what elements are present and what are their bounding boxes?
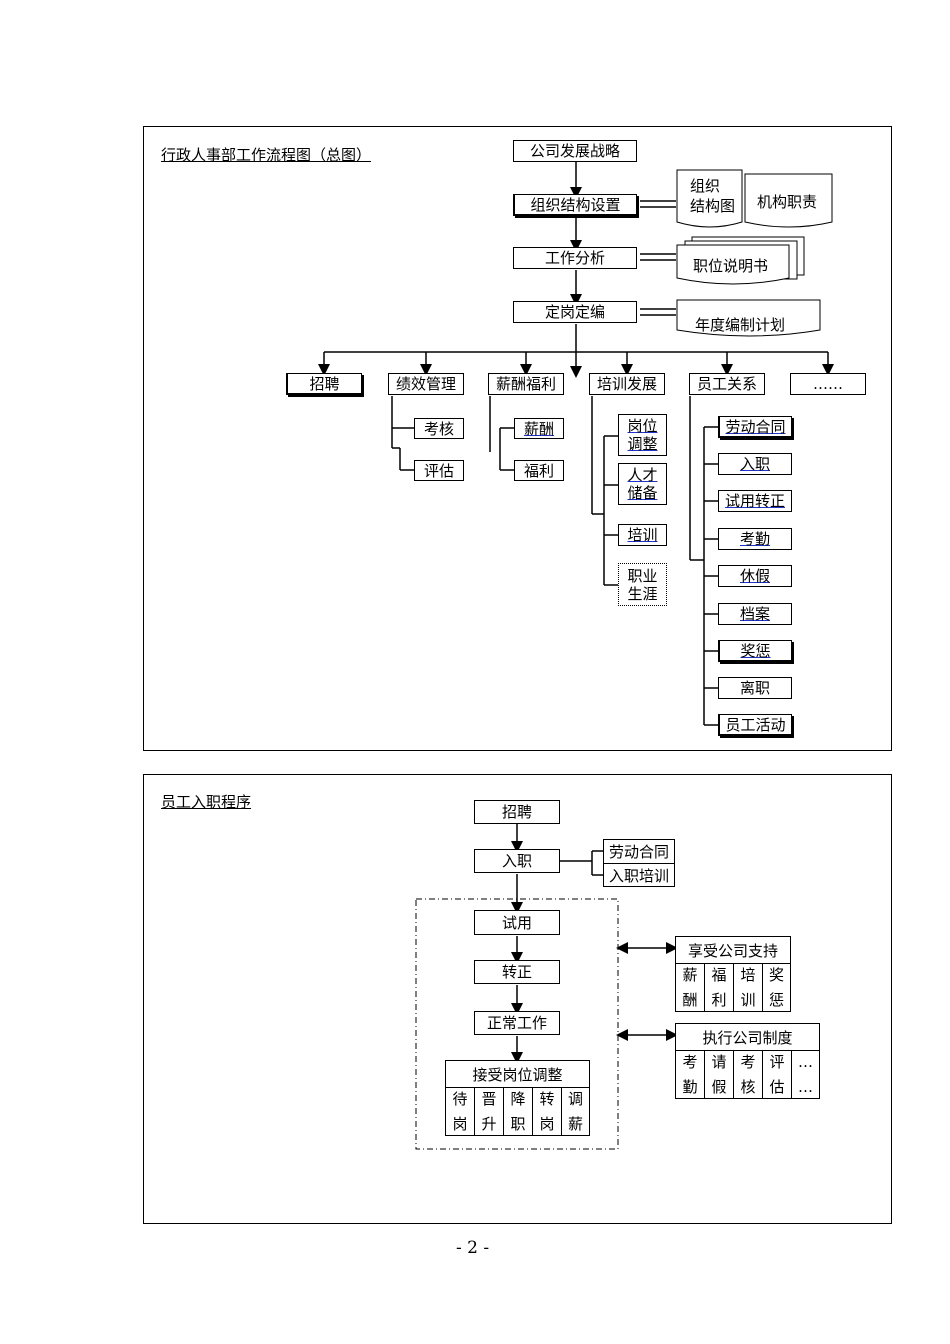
onb-probation-box: 试用	[474, 910, 560, 935]
onb-recruit-box: 招聘	[474, 800, 560, 824]
rel-activity-box: 员工活动	[718, 714, 792, 736]
adjust-header: 接受岗位调整	[446, 1061, 589, 1088]
adjust-item: 晋 升	[475, 1088, 504, 1136]
onboarding-panel	[143, 774, 892, 1224]
policy-item: … …	[798, 1053, 813, 1096]
rel-contract-box: 劳动合同	[718, 416, 792, 438]
adjust-item: 调 薪	[567, 1090, 583, 1133]
strategy-box: 公司发展战略	[513, 140, 637, 162]
rel-reward-box: 奖惩	[718, 640, 792, 662]
branch-training: 培训发展	[589, 373, 665, 395]
adjust-item: 转 岗	[533, 1088, 562, 1136]
comp-salary-box: 薪酬	[514, 418, 564, 439]
adjust-item: 降 职	[504, 1088, 533, 1136]
org-duty-doc: 机构职责	[757, 193, 818, 211]
train-talent-box: 人才 储备	[618, 463, 667, 505]
perf-assess-box: 考核	[414, 418, 464, 439]
page-number: - 2 -	[456, 1238, 490, 1258]
rel-archive-box: 档案	[718, 603, 792, 625]
policy-table: 执行公司制度 考 勤 请 假 考 核 评 估 … …	[675, 1023, 820, 1099]
perf-evaluate-box: 评估	[414, 460, 464, 481]
branch-relations: 员工关系	[689, 373, 765, 395]
branch-performance: 绩效管理	[388, 373, 464, 395]
policy-item: 考 勤	[676, 1051, 705, 1099]
adjust-table: 接受岗位调整 待 岗 晋 升 降 职 转 岗 调 薪	[445, 1060, 590, 1136]
support-header: 享受公司支持	[676, 937, 790, 964]
support-item: 薪 酬	[676, 964, 705, 1012]
org-setup-box: 组织结构设置	[513, 194, 637, 216]
job-desc-doc: 职位说明书	[693, 257, 769, 275]
support-table: 享受公司支持 薪 酬 福 利 培 训 奖 惩	[675, 936, 791, 1012]
adjust-item: 待 岗	[446, 1088, 475, 1136]
hr-flowchart-title: 行政人事部工作流程图（总图）	[161, 146, 372, 164]
onb-regularize-box: 转正	[474, 960, 560, 984]
onb-contract-doc: 劳动合同	[604, 840, 674, 864]
policy-item: 评 估	[763, 1051, 792, 1099]
policy-header: 执行公司制度	[676, 1024, 819, 1051]
hr-flowchart-panel	[143, 126, 892, 751]
rel-resign-box: 离职	[718, 677, 792, 699]
support-item: 福 利	[705, 964, 734, 1012]
onb-normal-work-box: 正常工作	[474, 1011, 560, 1035]
rel-probation-box: 试用转正	[718, 490, 792, 512]
rel-attendance-box: 考勤	[718, 528, 792, 550]
branch-recruit: 招聘	[286, 373, 362, 395]
rel-leave-box: 休假	[718, 565, 792, 587]
branch-more: ……	[790, 373, 866, 395]
support-item: 培 训	[734, 964, 763, 1012]
train-training-box: 培训	[618, 524, 667, 546]
onboarding-title: 员工入职程序	[161, 793, 252, 811]
org-chart-doc: 组织 结构图	[690, 177, 736, 215]
policy-item: 请 假	[705, 1051, 734, 1099]
comp-welfare-box: 福利	[514, 460, 564, 481]
onb-onboard-box: 入职	[474, 849, 560, 873]
onb-training-doc: 入职培训	[608, 867, 669, 885]
policy-item: 考 核	[734, 1051, 763, 1099]
support-item: 奖 惩	[768, 966, 784, 1009]
branch-compensation: 薪酬福利	[488, 373, 564, 395]
annual-plan-doc: 年度编制计划	[695, 316, 786, 334]
train-career-box: 职业 生涯	[618, 563, 667, 606]
train-job-adjust-box: 岗位 调整	[618, 414, 667, 456]
onb-docs-box: 劳动合同 入职培训	[603, 839, 675, 887]
staffing-box: 定岗定编	[513, 301, 637, 323]
rel-onboard-box: 入职	[718, 453, 792, 475]
job-analysis-box: 工作分析	[513, 247, 637, 269]
